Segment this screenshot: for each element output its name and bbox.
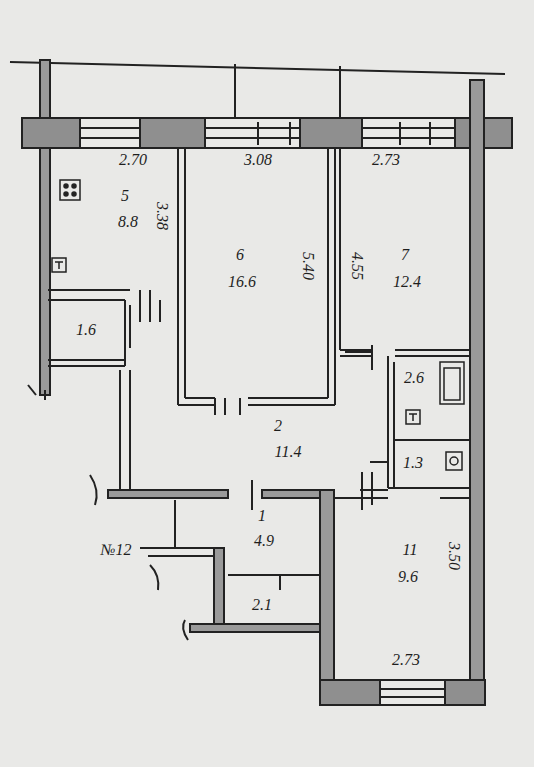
room-number: 5 xyxy=(121,188,129,204)
walls xyxy=(10,60,512,705)
room-area: 4.9 xyxy=(254,533,274,549)
dimension: 2.70 xyxy=(119,152,147,168)
dimension: 2.73 xyxy=(372,152,400,168)
dimension: 3.08 xyxy=(244,152,272,168)
room-area: 2.6 xyxy=(404,370,424,386)
room-number: 2 xyxy=(274,418,282,434)
dimension: 5.40 xyxy=(300,252,316,280)
dimension: 2.1 xyxy=(252,597,272,613)
dimension: 3.38 xyxy=(154,202,170,230)
room-number: 7 xyxy=(401,247,409,263)
room-area: 16.6 xyxy=(228,274,256,290)
room-area: 12.4 xyxy=(393,274,421,290)
room-area: 9.6 xyxy=(398,569,418,585)
room-number: 1 xyxy=(258,508,266,524)
apartment-number: №12 xyxy=(100,542,131,558)
room-number: 11 xyxy=(403,542,418,558)
room-area: 8.8 xyxy=(118,214,138,230)
dimension: 4.55 xyxy=(349,252,365,280)
dimension: 3.50 xyxy=(446,542,462,570)
room-area: 1.3 xyxy=(403,455,423,471)
room-area: 1.6 xyxy=(76,322,96,338)
fixtures xyxy=(52,180,464,470)
room-area: 11.4 xyxy=(275,444,302,460)
room-number: 6 xyxy=(236,247,244,263)
dimension: 2.73 xyxy=(392,652,420,668)
